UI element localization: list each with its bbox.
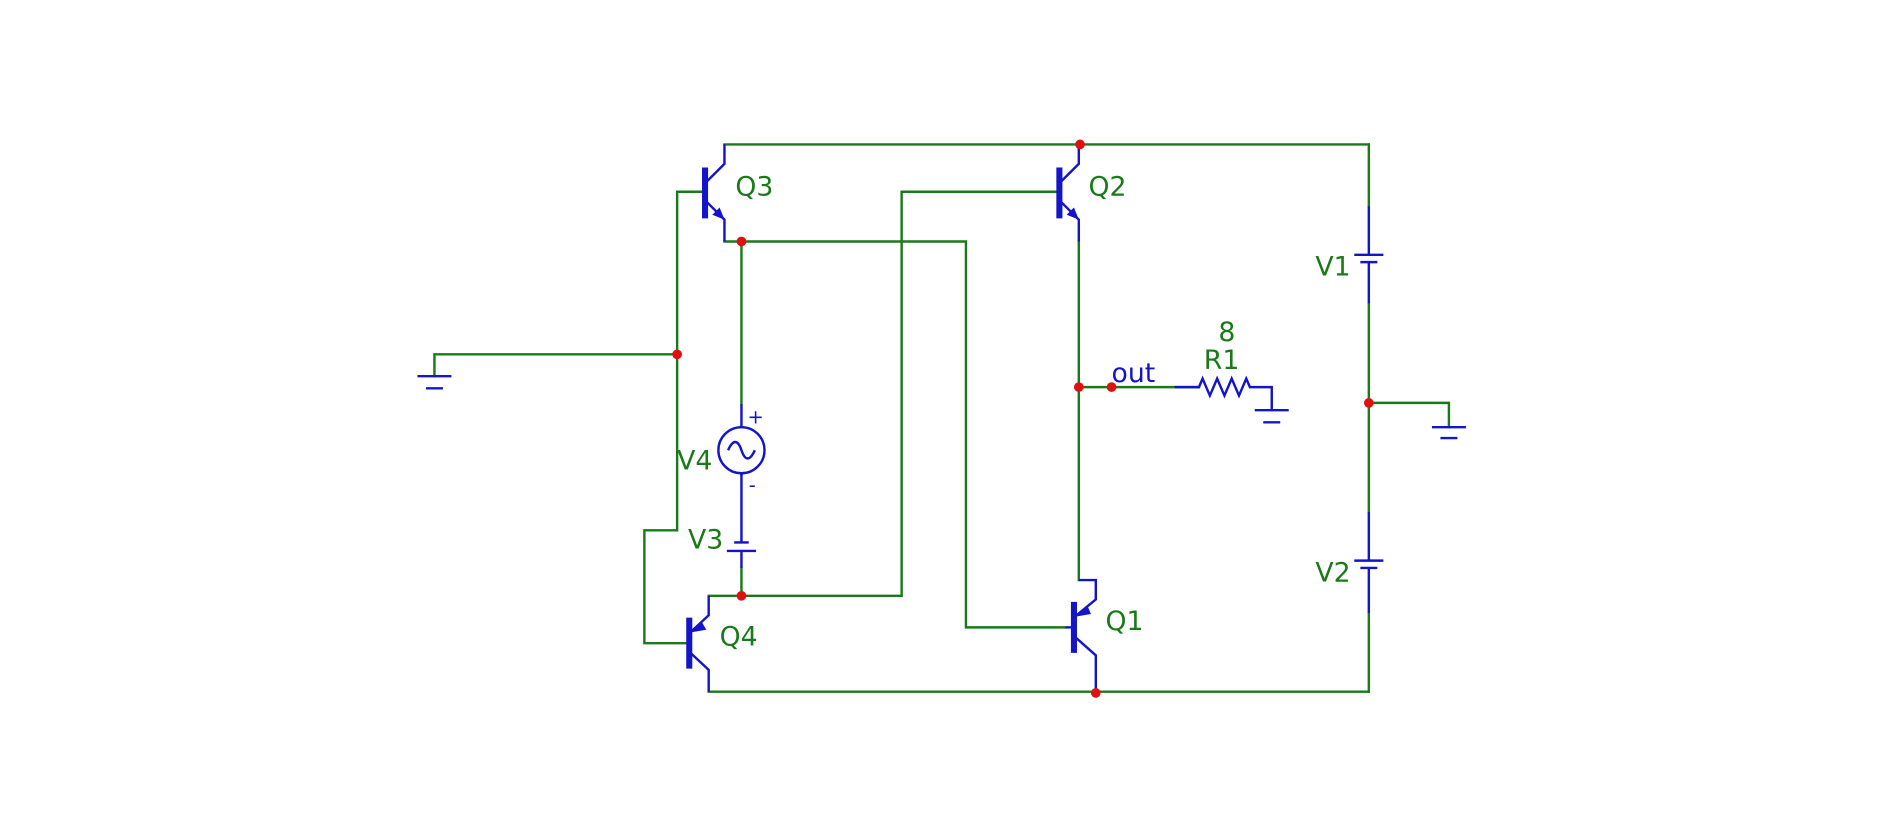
- junction-dot: [1106, 382, 1117, 392]
- wire-right-ground: [1367, 401, 1451, 429]
- transistor-q1[interactable]: [1065, 578, 1098, 692]
- junction-dot: [1090, 688, 1101, 698]
- battery-v2[interactable]: [1354, 512, 1384, 613]
- label-v4: V4: [677, 446, 712, 477]
- junction-dot: [1363, 398, 1374, 408]
- junction-dot: [672, 349, 682, 360]
- junction-dot: [736, 236, 747, 247]
- label-v2: V2: [1315, 557, 1350, 588]
- battery-v3[interactable]: [726, 472, 757, 568]
- wire-left-ground: [433, 353, 679, 378]
- resistor-r1[interactable]: [1174, 375, 1273, 411]
- wire-v3-to-q2-base: [740, 190, 1057, 598]
- label-q2: Q2: [1089, 171, 1127, 202]
- label-r1-value: 8: [1218, 317, 1235, 348]
- transistor-q4[interactable]: [686, 595, 710, 692]
- label-q1: Q1: [1105, 606, 1143, 637]
- transistor-q3[interactable]: [702, 144, 726, 242]
- junctions: [672, 139, 1374, 698]
- battery-v1[interactable]: [1354, 206, 1384, 304]
- label-q3: Q3: [735, 171, 773, 202]
- ac-source-v4[interactable]: [717, 404, 766, 476]
- label-v3: V3: [688, 525, 723, 556]
- v4-minus-sign: -: [749, 473, 756, 496]
- label-r1: R1: [1204, 345, 1240, 376]
- v4-plus-sign: +: [748, 406, 764, 429]
- junction-dot: [736, 590, 747, 601]
- wire-q3-emitter-to-q1-base: [723, 240, 1067, 629]
- junction-dot: [1075, 139, 1085, 150]
- ground-left-icon: [417, 374, 452, 390]
- wires: [433, 143, 1451, 693]
- transistor-q2[interactable]: [1056, 144, 1081, 242]
- ground-r1-icon: [1254, 408, 1289, 424]
- wire-q3-base-to-q4-base: [643, 190, 704, 645]
- label-v1: V1: [1315, 251, 1350, 282]
- net-label-out: out: [1112, 358, 1156, 389]
- junction-dot: [1073, 382, 1084, 392]
- label-q4: Q4: [720, 622, 758, 653]
- ground-right-icon: [1431, 425, 1466, 440]
- wire-v3-to-q4-emitter: [707, 566, 743, 598]
